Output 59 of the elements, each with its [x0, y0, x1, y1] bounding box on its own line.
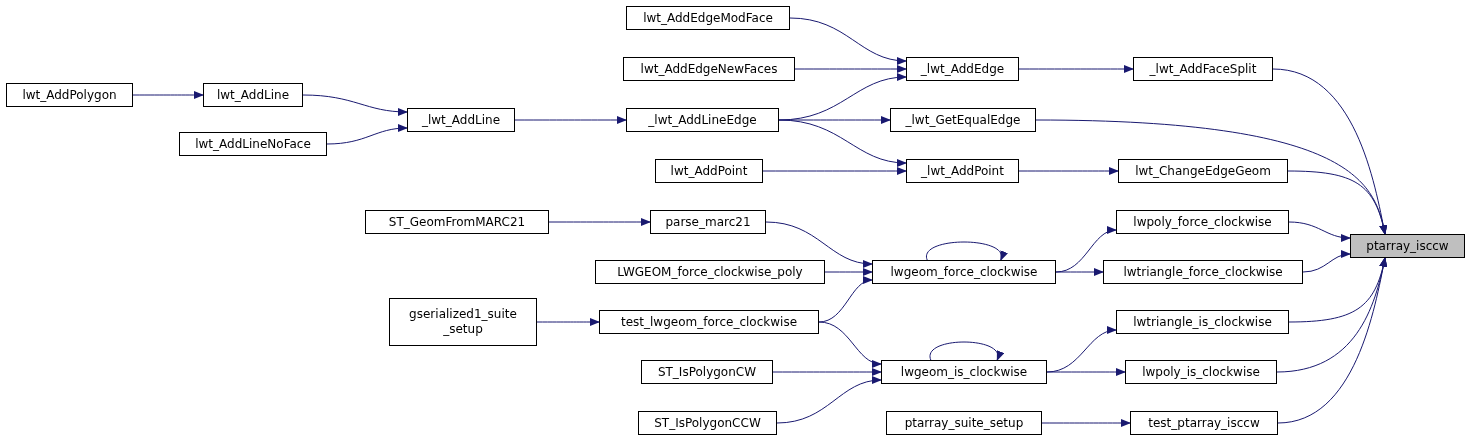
function-box: lwt_AddPoint	[655, 159, 763, 183]
arrow	[132, 91, 204, 99]
arrow	[776, 376, 882, 424]
function-box: test_ptarray_isccw	[1130, 411, 1278, 435]
arrow	[1018, 65, 1134, 73]
arrow	[536, 318, 600, 326]
arrow	[772, 368, 882, 376]
function-box: gserialized1_suite _setup	[389, 298, 537, 346]
arrow	[1302, 250, 1351, 273]
function-box: lwpoly_force_clockwise	[1116, 210, 1289, 234]
function-box: lwt_AddLineNoFace	[179, 132, 327, 156]
function-box: _lwt_AddLine	[407, 108, 515, 132]
function-box: ST_IsPolygonCW	[641, 360, 773, 384]
arrow	[778, 73, 907, 121]
arrow	[1055, 268, 1104, 276]
function-box: lwt_AddEdgeModFace	[626, 6, 790, 30]
function-box: lwgeom_is_clockwise	[881, 360, 1047, 384]
arrow	[1287, 170, 1387, 235]
arrow	[1277, 257, 1388, 424]
function-box: _lwt_AddLineEdge	[626, 108, 779, 132]
arrow	[1018, 167, 1119, 175]
function-box: lwpoly_is_clockwise	[1125, 360, 1277, 384]
arrow	[1046, 327, 1117, 373]
function-box: ST_IsPolygonCCW	[638, 411, 777, 435]
function-box: _lwt_AddFaceSplit	[1133, 57, 1273, 81]
arrow	[1055, 227, 1117, 273]
arrow	[326, 124, 408, 145]
function-box: lwt_AddLine	[203, 83, 303, 107]
arrow	[302, 94, 408, 116]
function-box: lwgeom_force_clockwise	[872, 260, 1056, 284]
function-box: lwt_ChangeEdgeGeom	[1118, 159, 1288, 183]
arrow	[762, 167, 907, 175]
arrow	[824, 268, 873, 276]
arrow	[548, 218, 651, 226]
function-box: ST_GeomFromMARC21	[365, 210, 549, 234]
arrow	[1041, 419, 1131, 427]
arrow	[514, 116, 627, 124]
arrow	[929, 341, 1003, 361]
arrow	[789, 17, 907, 65]
arrow	[1046, 368, 1126, 376]
function-box: ptarray_isccw	[1350, 234, 1465, 258]
function-box: lwt_AddEdgeNewFaces	[623, 57, 795, 81]
function-box: parse_marc21	[650, 210, 766, 234]
function-box: ptarray_suite_setup	[886, 411, 1042, 435]
function-box: _lwt_GetEqualEdge	[890, 108, 1036, 132]
function-box: lwtriangle_force_clockwise	[1103, 260, 1303, 284]
function-box: lwt_AddPolygon	[6, 83, 133, 107]
arrow	[818, 277, 873, 323]
function-box: lwtriangle_is_clockwise	[1116, 310, 1289, 334]
function-box: LWGEOM_force_clockwise_poly	[595, 260, 825, 284]
arrow	[926, 241, 1006, 261]
arrow	[765, 221, 873, 268]
arrow	[1288, 221, 1351, 242]
arrow	[778, 119, 907, 167]
arrow	[818, 321, 882, 367]
function-box: _lwt_AddEdge	[906, 57, 1019, 81]
arrow	[794, 65, 907, 73]
function-box: test_lwgeom_force_clockwise	[599, 310, 819, 334]
function-box: _lwt_AddPoint	[906, 159, 1019, 183]
